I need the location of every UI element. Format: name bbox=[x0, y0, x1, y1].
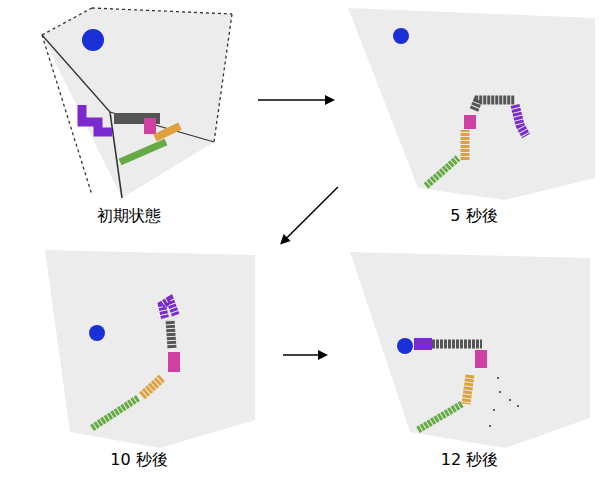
step-arrow bbox=[283, 350, 328, 360]
arrow-shaft bbox=[287, 187, 338, 237]
arrow-shaft bbox=[258, 99, 325, 101]
frame-panel: 5 秒後 bbox=[345, 0, 599, 228]
frame-caption: 12 秒後 bbox=[338, 450, 599, 470]
frame-panel: 初期状態 bbox=[10, 0, 248, 228]
frame-initial bbox=[42, 8, 232, 198]
arrow-head bbox=[325, 95, 335, 105]
frame-10s bbox=[45, 250, 255, 448]
arrow-head bbox=[318, 350, 328, 360]
frame-caption: 初期状態 bbox=[10, 206, 248, 226]
frame-caption: 5 秒後 bbox=[345, 206, 599, 226]
frame-panel: 10 秒後 bbox=[5, 240, 273, 472]
step-arrow bbox=[258, 95, 335, 105]
frame-5s bbox=[348, 8, 595, 200]
step-arrow bbox=[280, 187, 338, 244]
frame-panel: 12 秒後 bbox=[338, 240, 599, 472]
frame-12s bbox=[350, 252, 590, 448]
frame-caption: 10 秒後 bbox=[5, 450, 273, 470]
arrow-shaft bbox=[283, 354, 318, 356]
